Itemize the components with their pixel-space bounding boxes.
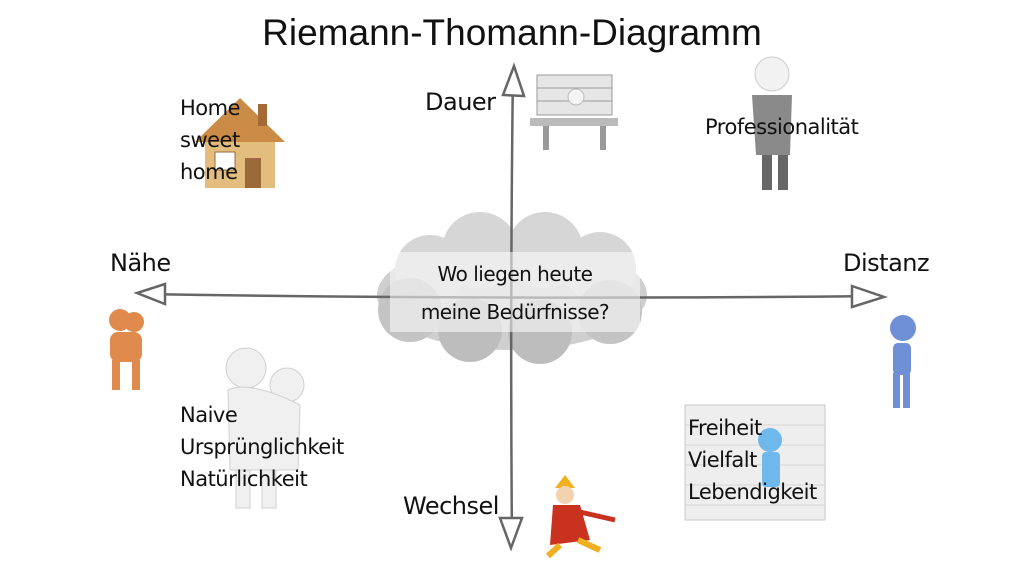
quadrant-line: Lebendigkeit [688, 480, 817, 504]
page-title: Riemann-Thomann-Diagramm [262, 12, 762, 53]
quadrant-line: Vielfalt [688, 448, 757, 472]
embracing-couple-image [225, 347, 305, 509]
quadrant-top-left-text: Home sweet home [180, 92, 241, 188]
quadrant-line: Freiheit [688, 416, 762, 440]
jester-image [545, 475, 616, 559]
axis-label-left: Nähe [110, 249, 171, 277]
distant-figure-image [890, 315, 916, 408]
house-image [195, 98, 285, 188]
breaking-wall-image [684, 404, 826, 521]
quadrant-bottom-right-text: Freiheit Vielfalt Lebendigkeit [688, 412, 817, 508]
quadrant-line: Naive [180, 403, 238, 427]
quadrant-line: Natürlichkeit [180, 467, 308, 491]
axis-label-bottom: Wechsel [403, 492, 499, 520]
quadrant-line: sweet [180, 128, 240, 152]
close-couple-image [109, 309, 144, 390]
quadrant-top-right-text: Professionalität [705, 111, 859, 143]
center-question-line-1: Wo liegen heute [437, 262, 593, 286]
quadrant-line: Professionalität [705, 115, 859, 139]
quadrant-line: Home [180, 96, 241, 120]
office-desk-image [530, 74, 618, 150]
quadrant-line: Ursprünglichkeit [180, 435, 344, 459]
axis-label-top: Dauer [425, 88, 496, 116]
professional-figure-image [752, 56, 792, 190]
quadrant-line: home [180, 160, 238, 184]
quadrant-bottom-left-text: Naive Ursprünglichkeit Natürlichkeit [180, 399, 344, 495]
center-question: Wo liegen heute meine Bedürfnisse? [380, 255, 650, 331]
center-question-line-2: meine Bedürfnisse? [420, 300, 610, 324]
axis-label-right: Distanz [843, 249, 930, 277]
cloud-text-band [390, 252, 640, 332]
